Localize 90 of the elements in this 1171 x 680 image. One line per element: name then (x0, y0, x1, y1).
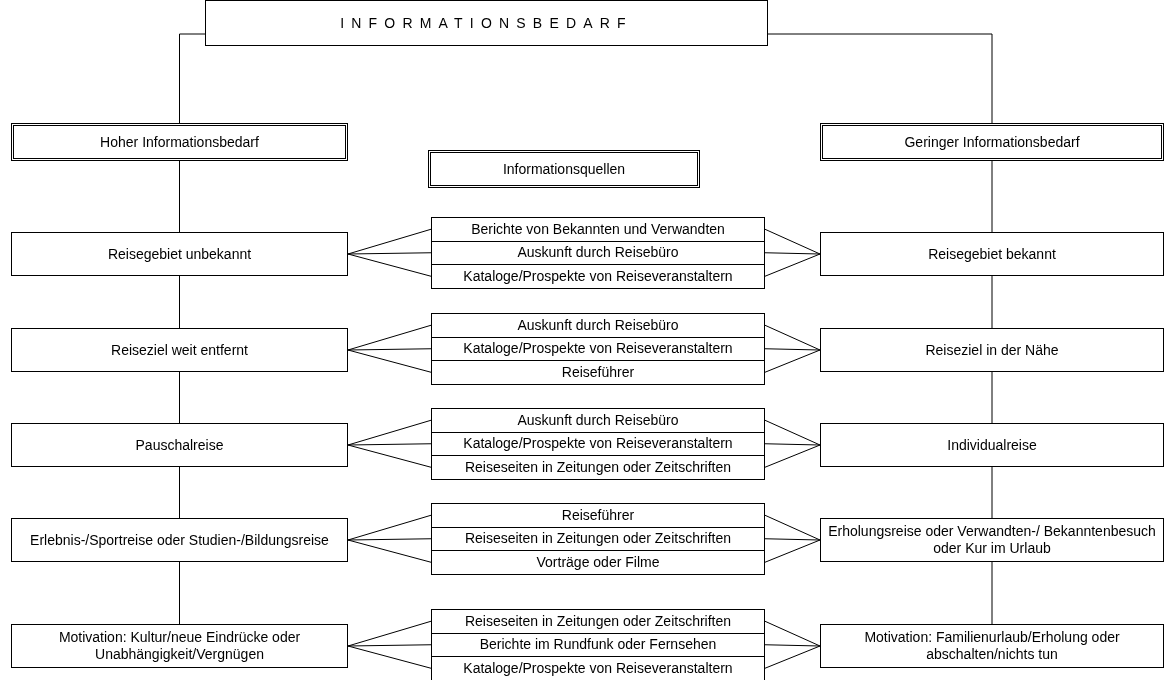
source-cell (431, 217, 765, 242)
connector-line (347, 539, 432, 563)
source-cell (431, 609, 765, 634)
box-label: INFORMATIONSBEDARF (339, 14, 634, 32)
connector-line (179, 371, 180, 424)
connector-line (991, 275, 993, 329)
box-label: Pauschalreise (134, 436, 225, 454)
box-label: Berichte im Rundfunk oder Fernsehen (478, 636, 718, 654)
connector-line (767, 33, 993, 124)
text-box (820, 232, 1164, 276)
connector-line (764, 349, 821, 373)
text-box (11, 624, 348, 668)
heading-box (11, 123, 348, 161)
connector-line (347, 348, 432, 351)
box-label: Individualreise (946, 436, 1038, 454)
connector-line (991, 561, 993, 625)
text-box (11, 518, 348, 562)
text-box (205, 0, 768, 46)
connector-line (991, 466, 993, 519)
connector-line (347, 644, 432, 647)
connector-line (179, 275, 180, 329)
box-label: Erholungsreise oder Verwandten-/ Bekanntenbesuch oder Kur im Urlaub (827, 523, 1157, 557)
box-label: Reisegebiet bekannt (927, 245, 1057, 263)
connector-line (764, 324, 821, 351)
heading-box (820, 123, 1164, 161)
heading-box (428, 150, 700, 188)
box-label: Auskunft durch Reisebüro (516, 316, 680, 334)
text-box (820, 423, 1164, 467)
box-label: Auskunft durch Reisebüro (516, 244, 680, 262)
box-label: Reiseführer (560, 506, 636, 524)
connector-line (991, 371, 993, 424)
connector-line (764, 514, 821, 541)
source-cell (431, 360, 765, 385)
connector-line (764, 419, 821, 446)
box-label: Reisegebiet unbekannt (106, 245, 253, 263)
box-label: Motivation: Familienurlaub/Erholung oder abschalten/nichts tun (863, 629, 1121, 663)
box-label: Auskunft durch Reisebüro (516, 411, 680, 429)
box-label: Reiseseiten in Zeitungen oder Zeitschriften (463, 530, 733, 548)
source-cell (431, 313, 765, 338)
connector-line (347, 252, 432, 255)
connector-line (179, 466, 180, 519)
connector-line (179, 160, 180, 233)
box-label: Reiseführer (560, 363, 636, 381)
box-label: Erlebnis-/Sportreise oder Studien-/Bildungsreise (29, 531, 330, 549)
source-cell (431, 408, 765, 433)
connector-line (764, 253, 821, 277)
connector-line (764, 228, 821, 255)
box-label: Reiseseiten in Zeitungen oder Zeitschriften (463, 458, 733, 476)
box-label: Reiseseiten in Zeitungen oder Zeitschriften (463, 612, 733, 630)
connector-line (991, 160, 993, 233)
box-label: Kataloge/Prospekte von Reiseveranstaltern (462, 659, 734, 677)
box-label: Reiseziel weit entfernt (110, 341, 249, 359)
connector-line (764, 348, 821, 351)
text-box (820, 624, 1164, 668)
text-box (820, 518, 1164, 562)
text-box (11, 328, 348, 372)
source-cell (431, 264, 765, 289)
connector-line (764, 444, 821, 468)
source-cell (431, 503, 765, 528)
connector-line (347, 444, 432, 468)
box-label: Informationsquellen (501, 160, 627, 178)
connector-line (347, 443, 432, 446)
connector-line (179, 33, 206, 124)
box-label: Berichte von Bekannten und Verwandten (470, 220, 726, 238)
connector-line (764, 252, 821, 255)
connector-line (764, 539, 821, 563)
box-label: Geringer Informationsbedarf (903, 133, 1081, 151)
box-label: Hoher Informationsbedarf (99, 133, 260, 151)
connector-line (764, 645, 821, 669)
text-box (11, 232, 348, 276)
connector-line (347, 645, 432, 669)
box-label: Reiseziel in der Nähe (924, 341, 1060, 359)
connector-line (347, 253, 432, 277)
connector-line (764, 644, 821, 647)
box-label: Kataloge/Prospekte von Reiseveranstaltern (462, 267, 734, 285)
source-cell (431, 550, 765, 575)
box-label: Motivation: Kultur/neue Eindrücke oder Unabhängigkeit/Vergnügen (57, 629, 302, 663)
connector-line (764, 443, 821, 446)
box-label: Vorträge oder Filme (535, 553, 661, 571)
connector-line (764, 538, 821, 541)
connector-line (347, 349, 432, 373)
connector-line (179, 561, 180, 625)
source-cell (431, 656, 765, 680)
text-box (820, 328, 1164, 372)
connector-line (764, 620, 821, 647)
box-label: Kataloge/Prospekte von Reiseveranstaltern (462, 435, 734, 453)
box-label: Kataloge/Prospekte von Reiseveranstaltern (462, 340, 734, 358)
source-cell (431, 455, 765, 480)
connector-line (347, 538, 432, 541)
text-box (11, 423, 348, 467)
